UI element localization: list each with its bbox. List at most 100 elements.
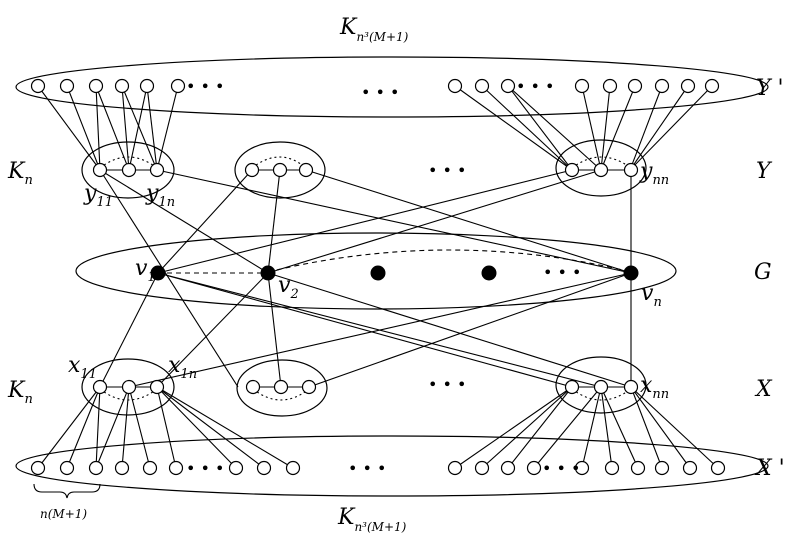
y-prime-vertex: [627, 78, 643, 94]
svg-text:Kn³(M+1): Kn³(M+1): [337, 505, 407, 534]
edge: [37, 386, 101, 469]
x-vertex: [564, 379, 580, 395]
edge: [66, 85, 101, 171]
brace-mark: [33, 483, 101, 499]
top-k-sub: n³(M+1): [356, 30, 408, 44]
x-vertex: [149, 379, 165, 395]
x-prime-vertex: [114, 460, 130, 476]
ellipsis: • • •: [186, 459, 224, 478]
label-v2: v2: [278, 273, 299, 302]
label-y1n: y1n: [145, 181, 175, 210]
y-vertex: [593, 162, 609, 178]
edge: [629, 85, 663, 171]
x-nodes: [92, 379, 639, 395]
y-nodes: [92, 162, 639, 178]
x-vertex: [245, 379, 261, 395]
edge: [157, 272, 573, 388]
x-prime-nodes: [30, 460, 726, 476]
edge: [66, 386, 101, 469]
y-prime-vertex: [170, 78, 186, 94]
edge: [99, 156, 158, 169]
top-k-base: K: [339, 15, 358, 40]
edge: [629, 85, 713, 171]
x-prime-vertex: [168, 460, 184, 476]
x2-clique-ellipse: [236, 359, 328, 417]
complete-graph-bottom-label: Kn³(M+1): [337, 505, 407, 534]
edge: [507, 85, 602, 171]
y-prime-vertex: [114, 78, 130, 94]
x1-clique-ellipse: [81, 358, 175, 416]
ellipsis: • • •: [428, 375, 466, 394]
xn-clique-ellipse: [555, 356, 647, 414]
edge: [156, 169, 632, 274]
edge: [95, 386, 101, 469]
edge: [481, 85, 573, 171]
y-vertex: [92, 162, 108, 178]
edge: [95, 386, 130, 469]
edge: [157, 169, 573, 274]
y-vertex: [121, 162, 137, 178]
row-label-y: Y: [756, 159, 773, 184]
edge: [454, 386, 573, 469]
edge: [600, 386, 613, 469]
edge: [128, 386, 151, 469]
g-vertex: [370, 265, 386, 281]
kn-top-label: Kn: [7, 159, 33, 188]
edge: [571, 388, 632, 401]
edge: [128, 85, 148, 171]
y-prime-vertex: [59, 78, 75, 94]
kn-top-base: K: [7, 159, 26, 184]
y2-clique-ellipse: [234, 141, 326, 199]
y-prime-vertex: [602, 78, 618, 94]
g-nodes: [150, 265, 639, 281]
edge: [600, 85, 611, 171]
label-x1n: x1n: [168, 353, 197, 382]
edge: [251, 156, 307, 169]
edge: [507, 386, 573, 469]
ellipsis: • • •: [516, 77, 554, 96]
y-prime-vertex: [654, 78, 670, 94]
g-vertex: [623, 265, 639, 281]
y-prime-vertex: [500, 78, 516, 94]
label-ynn: ynn: [639, 159, 669, 188]
y-vertex: [564, 162, 580, 178]
edge: [533, 386, 602, 469]
x-vertex: [593, 379, 609, 395]
edge: [146, 85, 158, 171]
edge: [305, 169, 632, 274]
yn-clique-ellipse: [555, 139, 647, 197]
x-prime-vertex: [654, 460, 670, 476]
g-ellipse: [75, 232, 677, 310]
ellipsis: • • •: [542, 459, 580, 478]
y-prime-vertex: [474, 78, 490, 94]
edge: [630, 386, 719, 469]
g-vertex: [260, 265, 276, 281]
kn-bottom-label: Kn: [7, 378, 33, 407]
label-x11: x11: [68, 353, 97, 382]
ellipsis: • • •: [186, 77, 224, 96]
x-prime-vertex: [630, 460, 646, 476]
x-vertex: [92, 379, 108, 395]
x-prime-vertex: [30, 460, 46, 476]
edge: [630, 386, 691, 469]
x-prime-vertex: [574, 460, 590, 476]
y-prime-vertex: [574, 78, 590, 94]
edge: [99, 272, 159, 388]
g-vertex: [150, 265, 166, 281]
row-label-g: G: [754, 260, 772, 285]
edge: [267, 169, 602, 274]
edge: [121, 85, 158, 171]
edge: [99, 169, 269, 274]
x-prime-vertex: [59, 460, 75, 476]
y-vertex: [272, 162, 288, 178]
kn-bottom-base: K: [7, 378, 26, 403]
y-vertex: [149, 162, 165, 178]
edge: [267, 249, 632, 273]
ellipsis: • • •: [543, 263, 581, 282]
edge: [95, 85, 130, 171]
svg-text:Kn³(M+1): Kn³(M+1): [339, 15, 409, 44]
x-prime-vertex: [526, 460, 542, 476]
brace-label: n(M+1): [40, 507, 87, 521]
edge: [267, 272, 282, 388]
